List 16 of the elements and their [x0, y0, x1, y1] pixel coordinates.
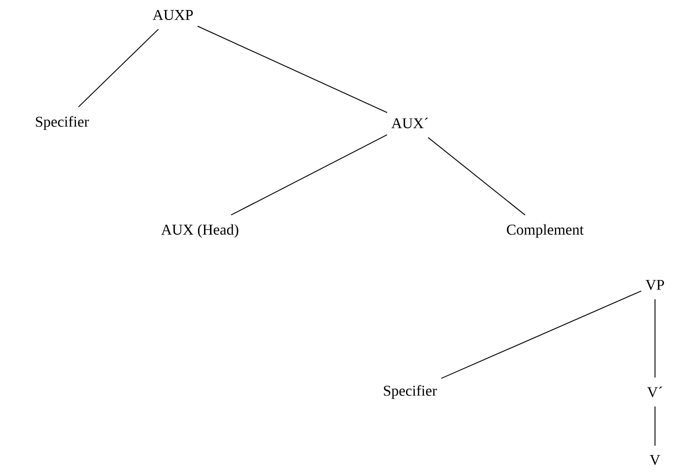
branch-line: [428, 137, 526, 216]
tree-label: AUXP: [152, 10, 193, 20]
branch-line: [197, 26, 388, 113]
tree-label: V: [650, 454, 660, 465]
tree-label: AUX´: [391, 118, 428, 128]
branch-line: [654, 406, 656, 446]
tree-label: V´: [647, 386, 662, 398]
tree-label: AUX (Head): [161, 224, 238, 238]
tree-label: Specifier: [384, 385, 437, 399]
tree-label: Complement: [506, 224, 584, 238]
branch-line: [654, 298, 656, 378]
branch-line: [440, 290, 642, 379]
tree-label: VP: [646, 280, 664, 290]
tree-label: Specifier: [36, 116, 89, 130]
branch-line: [78, 28, 159, 108]
branch-line: [230, 134, 388, 216]
